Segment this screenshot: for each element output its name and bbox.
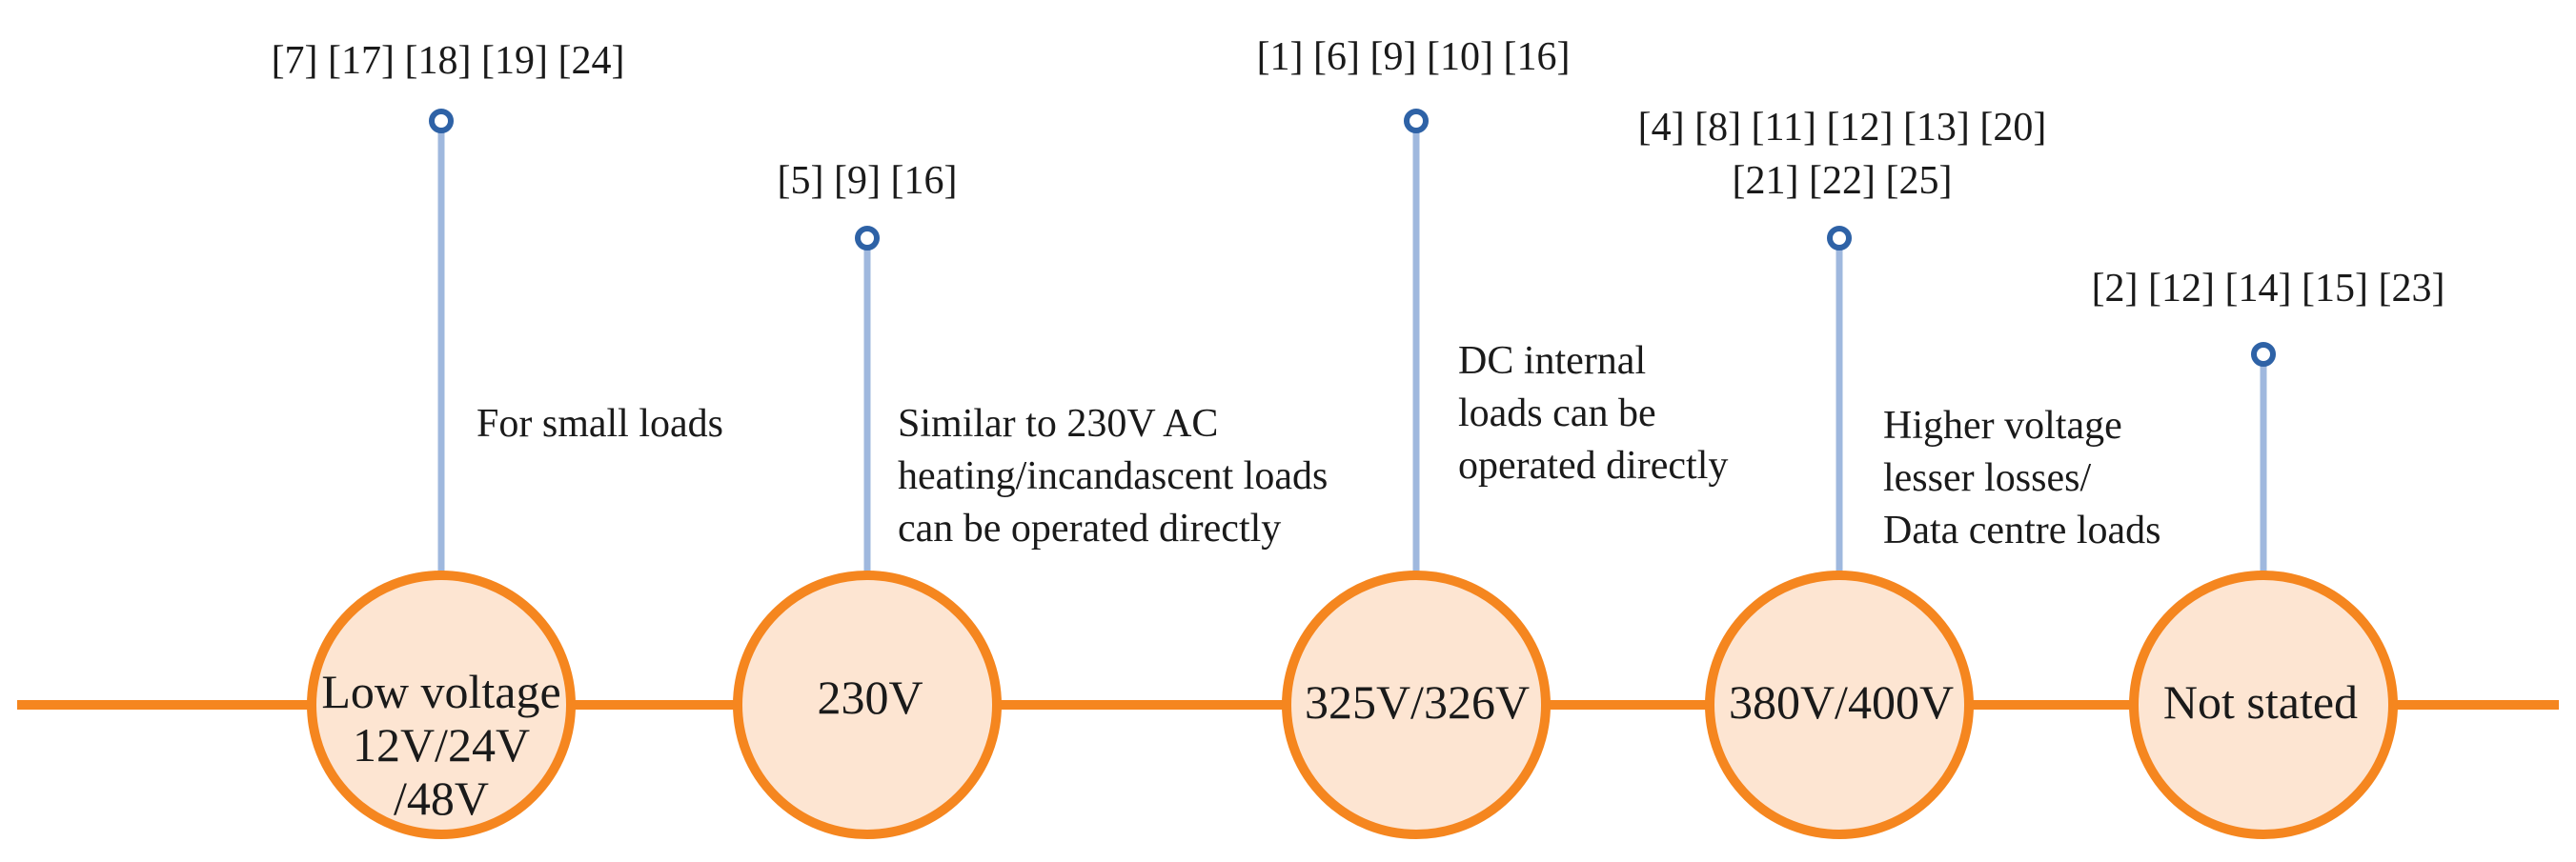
circle-not-stated	[2129, 571, 2398, 839]
circle-label-not-stated: Not stated	[2163, 675, 2358, 729]
refs-325v: [1] [6] [9] [10] [16]	[1257, 30, 1571, 84]
dot-230v	[855, 226, 880, 251]
note-325v: DC internal loads can be operated direct…	[1458, 335, 1728, 492]
circle-label-380v: 380V/400V	[1729, 675, 1954, 729]
circle-380v	[1705, 571, 1974, 839]
circle-label-line: /48V	[393, 772, 489, 825]
refs-not-stated: [2] [12] [14] [15] [23]	[2092, 262, 2445, 315]
circle-label-line: 325V/326V	[1304, 675, 1531, 729]
refs-line: [5] [9] [16]	[777, 159, 958, 203]
note-low-voltage: For small loads	[477, 398, 723, 451]
note-line: can be operated directly	[898, 507, 1282, 551]
note-line: For small loads	[477, 402, 723, 446]
refs-230v: [5] [9] [16]	[778, 154, 958, 208]
refs-line: [1] [6] [9] [10] [16]	[1256, 35, 1571, 79]
note-line: DC internal	[1458, 339, 1647, 383]
circle-label-325v: 325V/326V	[1305, 675, 1530, 729]
note-line: Data centre loads	[1883, 509, 2161, 552]
refs-380v: [4] [8] [11] [12] [13] [20] [21] [22] [2…	[1638, 101, 2047, 208]
refs-line: [7] [17] [18] [19] [24]	[271, 39, 625, 83]
circle-label-230v: 230V	[817, 671, 923, 724]
circle-label-line: 380V/400V	[1728, 675, 1955, 729]
note-line: Higher voltage	[1883, 404, 2122, 448]
circle-label-line: Not stated	[2162, 675, 2359, 729]
dot-380v	[1827, 226, 1852, 251]
refs-line: [4] [8] [11] [12] [13] [20]	[1637, 106, 2047, 150]
note-line: heating/incandascent loads	[898, 454, 1329, 498]
circle-230v	[733, 571, 1002, 839]
dot-325v	[1404, 109, 1429, 133]
circle-label-line: Low voltage	[321, 665, 561, 718]
note-line: lesser losses/	[1883, 456, 2092, 500]
circle-label-low-voltage: Low voltage 12V/24V /48V	[321, 665, 560, 825]
note-line: loads can be	[1458, 391, 1656, 435]
refs-line: [2] [12] [14] [15] [23]	[2091, 267, 2445, 311]
dot-low-voltage	[429, 109, 454, 133]
note-line: operated directly	[1458, 444, 1729, 488]
circle-label-line: 12V/24V	[352, 718, 531, 772]
circle-label-line: 230V	[817, 671, 923, 724]
circle-group	[307, 571, 2398, 839]
note-line: Similar to 230V AC	[898, 402, 1219, 446]
note-230v: Similar to 230V AC heating/incandascent …	[898, 398, 1328, 555]
refs-line: [21] [22] [25]	[1732, 159, 1953, 203]
stem-group	[429, 109, 2276, 575]
circle-low-voltage	[307, 571, 576, 839]
refs-low-voltage: [7] [17] [18] [19] [24]	[272, 34, 625, 88]
dot-not-stated	[2251, 342, 2276, 367]
circle-325v	[1282, 571, 1551, 839]
note-380v: Higher voltage lesser losses/ Data centr…	[1883, 400, 2161, 557]
